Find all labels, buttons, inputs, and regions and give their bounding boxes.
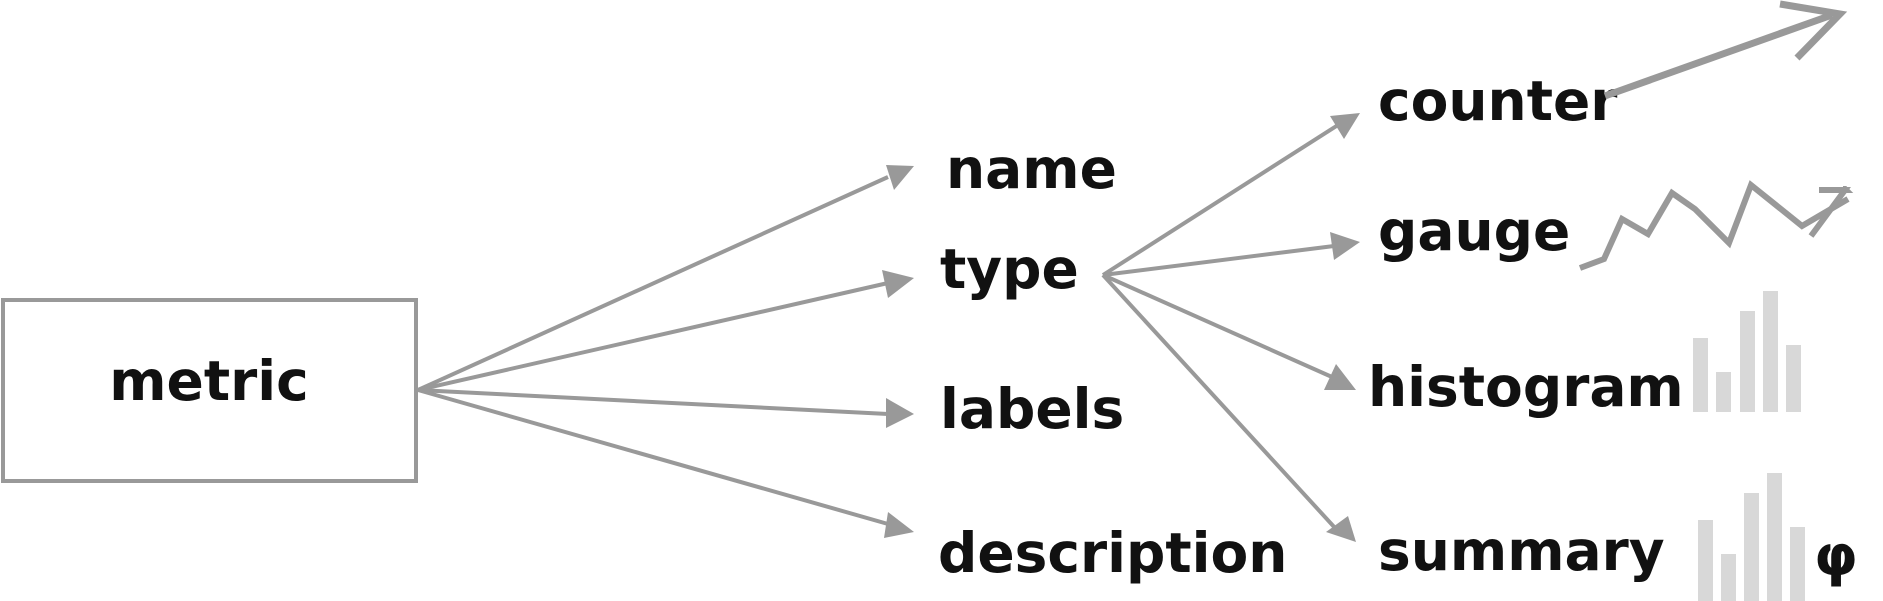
bar-chart-with-phi-icon: φ	[1698, 473, 1858, 601]
arrowhead-type	[882, 270, 914, 298]
arrowhead-name	[886, 165, 914, 190]
arrowhead-gauge	[1330, 232, 1360, 260]
edge-to-description	[417, 388, 889, 526]
edge-to-counter	[1101, 123, 1340, 277]
field-type-label: type	[940, 237, 1079, 301]
edge-to-type	[417, 281, 889, 392]
metric-box	[1, 298, 418, 483]
phi-symbol: φ	[1814, 524, 1858, 589]
edge-to-summary	[1101, 273, 1338, 531]
type-gauge-label: gauge	[1378, 199, 1570, 263]
field-labels-label: labels	[940, 377, 1124, 441]
edge-to-gauge	[1102, 244, 1335, 277]
type-histogram-label: histogram	[1368, 355, 1684, 419]
field-name-label: name	[946, 137, 1117, 201]
root-to-field-edges	[417, 165, 914, 538]
arrowhead-labels	[886, 398, 914, 428]
edge-to-histogram	[1102, 273, 1333, 379]
arrowhead-summary	[1326, 516, 1356, 542]
arrowhead-histogram	[1324, 364, 1356, 390]
edge-to-name	[417, 175, 889, 392]
metric-label: metric	[109, 349, 308, 413]
trend-up-arrow-icon	[1603, 0, 1848, 100]
bar-chart-icon	[1693, 291, 1801, 412]
type-summary-label: summary	[1378, 519, 1665, 583]
arrowhead-counter	[1330, 113, 1360, 139]
edge-to-labels	[417, 388, 889, 416]
field-description-label: description	[938, 521, 1287, 585]
arrowhead-description	[884, 512, 914, 538]
type-counter-label: counter	[1378, 69, 1617, 133]
type-to-kind-edges	[1101, 113, 1360, 542]
zigzag-arrow-icon	[1578, 180, 1854, 271]
